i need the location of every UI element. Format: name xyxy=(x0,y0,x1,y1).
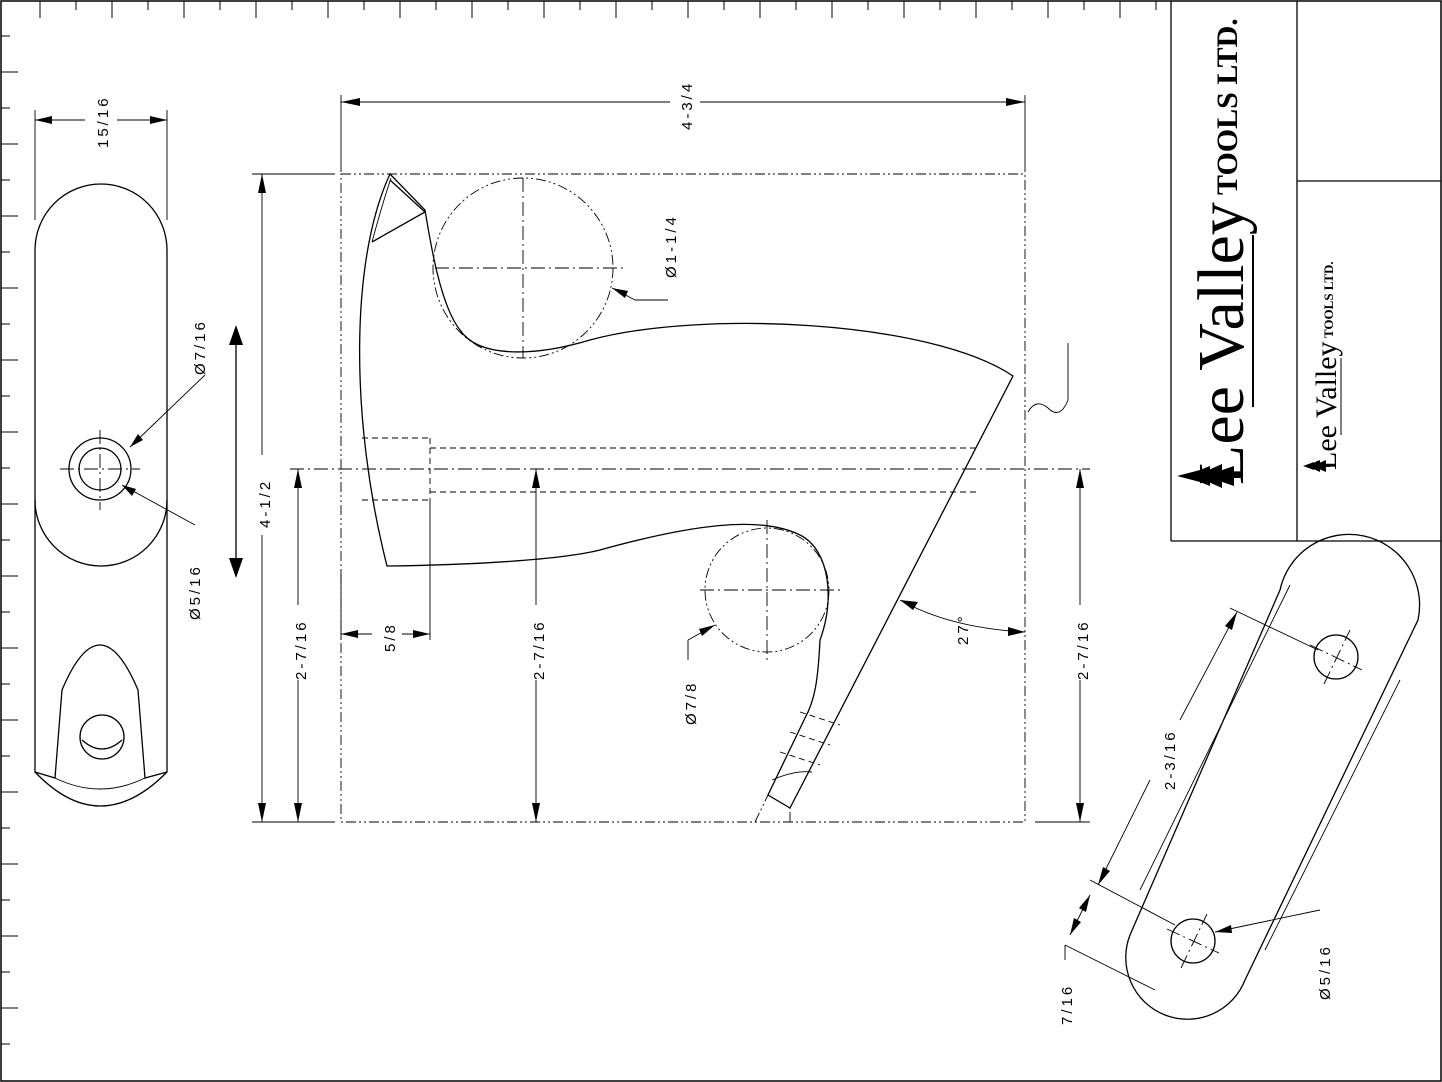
dim-left-pos-b: 2-7/16 xyxy=(531,619,548,680)
ruler-ticks xyxy=(1,1,1157,1045)
front-view: 4-3/4 4-1/2 2-7/16 2-7/16 2-7/16 xyxy=(229,81,1092,823)
dim-small-dia: Ø7/8 xyxy=(683,680,700,725)
dim-offset: 5/8 xyxy=(382,622,399,652)
logo-small-main-text: Lee Valley xyxy=(1310,341,1343,470)
dim-right-pos: 2-7/16 xyxy=(1075,619,1092,680)
lee-valley-logo: Lee Valley TOOLS LTD. xyxy=(1185,18,1258,485)
dim-left-pos-a: 2-7/16 xyxy=(293,619,310,680)
dim-side-hole-inner: Ø5/16 xyxy=(187,564,204,620)
small-phantom-circle xyxy=(704,527,830,653)
dim-link-spacing: 2-3/16 xyxy=(1162,729,1179,790)
dim-link-width: 7/16 xyxy=(1059,984,1076,1025)
dim-large-dia: Ø1-1/4 xyxy=(663,214,680,278)
side-view: 15/16 Ø7/16 Ø5/16 xyxy=(34,95,209,807)
logo-sub-text: TOOLS LTD. xyxy=(1211,18,1244,195)
tree-icon xyxy=(1177,464,1240,488)
dim-angle: 27° xyxy=(955,613,972,645)
title-block: Lee Valley TOOLS LTD. Lee Valley TOOLS L… xyxy=(1170,1,1441,542)
dim-top-width: 4-3/4 xyxy=(679,81,696,130)
tree-icon-small xyxy=(1303,460,1330,472)
link-hole-bottom xyxy=(1170,918,1216,964)
link-view: 2-3/16 7/16 Ø5/16 xyxy=(1059,533,1421,1025)
dim-side-width: 15/16 xyxy=(95,95,112,148)
link-hole-top xyxy=(1313,634,1359,680)
logo-small-sub-text: TOOLS LTD. xyxy=(1321,261,1336,338)
dim-height: 4-1/2 xyxy=(257,479,274,528)
lee-valley-logo-small: Lee Valley TOOLS LTD. xyxy=(1310,261,1343,470)
dim-link-hole: Ø5/16 xyxy=(1317,944,1334,1000)
dim-side-hole-outer: Ø7/16 xyxy=(192,319,209,375)
side-view-top-lobe xyxy=(34,183,168,567)
large-phantom-circle xyxy=(432,177,614,359)
part-profile xyxy=(358,172,1014,809)
logo-main-text: Lee Valley xyxy=(1185,202,1258,485)
